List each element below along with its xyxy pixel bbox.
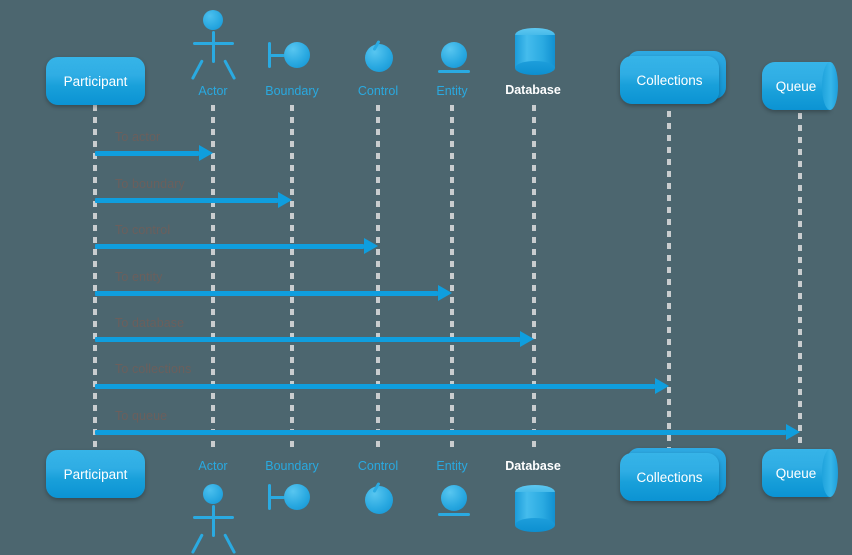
message-label-to-entity: To entity [115, 270, 163, 284]
boundary-icon-top [268, 40, 318, 72]
message-arrowhead-to-entity [438, 285, 452, 301]
participant-box-collections-bottom[interactable]: Collections [620, 453, 719, 501]
message-line-to-control [95, 244, 364, 249]
lifeline-database [532, 105, 536, 452]
participant-label-queue-top: Queue [762, 62, 830, 110]
queue-label-text-top: Queue [775, 78, 817, 94]
participant-label-entity-bottom: Entity [436, 459, 468, 473]
message-line-to-boundary [95, 198, 278, 203]
participant-label-collections-top: Collections [636, 72, 703, 88]
participant-box-participant-top[interactable]: Participant [46, 57, 145, 105]
lifeline-participant [93, 105, 97, 452]
participant-label-boundary-top: Boundary [265, 84, 319, 98]
actor-icon-top [183, 10, 243, 85]
queue-cylinder-cap-top [822, 62, 838, 110]
lifeline-entity [450, 105, 454, 452]
participant-label-participant-top: Participant [63, 73, 128, 89]
message-label-to-control: To control [115, 223, 171, 237]
database-icon-top [515, 28, 555, 78]
queue-cylinder-body-bottom[interactable] [762, 449, 830, 497]
message-label-to-database: To database [115, 316, 185, 330]
message-line-to-entity [95, 291, 438, 296]
participant-label-actor-top: Actor [198, 84, 228, 98]
lifeline-queue [798, 113, 802, 446]
control-icon-top [363, 39, 397, 74]
queue-cylinder-cap-bottom [822, 449, 838, 497]
entity-icon-top [438, 42, 472, 76]
message-arrowhead-to-queue [786, 424, 800, 440]
participant-label-database-top: Database [505, 83, 561, 97]
message-arrowhead-to-boundary [278, 192, 292, 208]
message-arrowhead-to-control [364, 238, 378, 254]
lifeline-collections [667, 111, 671, 448]
lifeline-control [376, 105, 380, 452]
control-icon-bottom [363, 481, 397, 516]
queue-label-text-bottom: Queue [775, 465, 817, 481]
message-label-to-actor: To actor [115, 130, 161, 144]
actor-icon-bottom [183, 484, 243, 555]
message-label-to-boundary: To boundary [115, 177, 185, 191]
lifeline-boundary [290, 105, 294, 452]
participant-label-collections-bottom: Collections [636, 469, 703, 485]
lifeline-actor [211, 105, 215, 452]
participant-label-control-bottom: Control [357, 459, 399, 473]
participant-label-boundary-bottom: Boundary [265, 459, 319, 473]
message-line-to-actor [95, 151, 199, 156]
participant-label-queue-bottom: Queue [762, 449, 830, 497]
message-line-to-database [95, 337, 520, 342]
message-label-to-collections: To collections [115, 362, 192, 376]
participant-label-entity-top: Entity [436, 84, 468, 98]
message-line-to-queue [95, 430, 786, 435]
boundary-icon-bottom [268, 482, 318, 514]
message-arrowhead-to-database [520, 331, 534, 347]
participant-label-control-top: Control [357, 84, 399, 98]
entity-icon-bottom [438, 485, 472, 519]
participant-box-participant-bottom[interactable]: Participant [46, 450, 145, 498]
participant-label-database-bottom: Database [505, 459, 561, 473]
participant-label-participant-bottom: Participant [63, 466, 128, 482]
participant-box-collections-top[interactable]: Collections [620, 56, 719, 104]
database-icon-bottom [515, 485, 555, 535]
participant-label-actor-bottom: Actor [198, 459, 228, 473]
queue-cylinder-body-top[interactable] [762, 62, 830, 110]
message-line-to-collections [95, 384, 655, 389]
message-arrowhead-to-actor [199, 145, 213, 161]
message-label-to-queue: To queue [115, 409, 168, 423]
message-arrowhead-to-collections [655, 378, 669, 394]
